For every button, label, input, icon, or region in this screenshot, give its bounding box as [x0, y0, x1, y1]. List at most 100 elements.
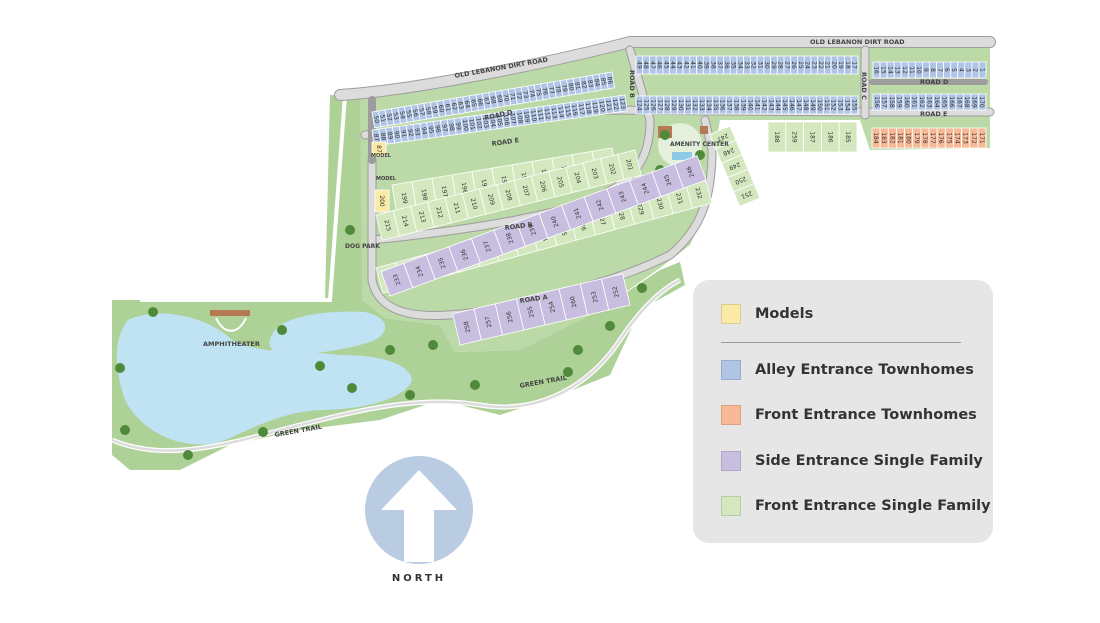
lot-number-166: 166 — [948, 96, 955, 108]
lot-number-205: 205 — [555, 176, 565, 189]
lot-number-182: 182 — [888, 132, 895, 144]
lot-number-187: 187 — [809, 131, 816, 143]
lot-number-89: 89 — [386, 131, 394, 140]
lot-number-214: 214 — [400, 215, 410, 228]
lot-number-153: 153 — [837, 99, 844, 111]
lot-number-18: 18 — [844, 61, 851, 69]
lot-number-249: 249 — [728, 160, 741, 171]
lot-number-197: 197 — [440, 185, 449, 198]
lot-number-92: 92 — [406, 129, 414, 138]
lot-number-65: 65 — [469, 99, 477, 108]
lot-number-126: 126 — [649, 99, 656, 111]
lot-171 — [977, 127, 987, 149]
lot-number-51: 51 — [378, 114, 386, 123]
lot-number-22: 22 — [817, 61, 824, 69]
lot-number-160: 160 — [903, 96, 910, 108]
label-road-e-left: ROAD E — [491, 136, 519, 148]
lot-number-148: 148 — [802, 99, 809, 111]
label-amenity-center: AMENITY CENTER — [670, 141, 729, 148]
tree-icon — [347, 383, 357, 393]
lot-number-61: 61 — [443, 103, 451, 112]
lot-number-247: 247 — [716, 131, 729, 142]
lot-number-155: 155 — [851, 99, 858, 111]
lot-number-250: 250 — [734, 175, 747, 186]
lot-number-21: 21 — [824, 61, 831, 69]
lot-258 — [452, 308, 482, 346]
lot-number-136: 136 — [719, 99, 726, 111]
label-dog-park: DOG PARK — [345, 243, 380, 250]
lot-number-124: 124 — [636, 99, 643, 111]
lot-number-244: 244 — [640, 182, 651, 195]
lot-number-169: 169 — [971, 96, 978, 108]
lot-number-32: 32 — [750, 61, 757, 69]
lot-number-84: 84 — [593, 78, 601, 87]
lot-number-75: 75 — [534, 88, 542, 97]
label-road-d-right: ROAD D — [920, 78, 949, 86]
lot-number-202: 202 — [607, 163, 617, 176]
lot-number-31: 31 — [757, 61, 764, 69]
lot-number-163: 163 — [926, 96, 933, 108]
lot-number-117: 117 — [577, 103, 586, 115]
lot-number-259: 259 — [791, 131, 798, 143]
lot-number-73: 73 — [521, 90, 529, 99]
label-road-e-right: ROAD E — [920, 110, 948, 118]
lot-number-42: 42 — [683, 61, 690, 69]
lot-number-53: 53 — [391, 112, 399, 121]
lot-number-151: 151 — [823, 99, 830, 111]
lot-number-135: 135 — [712, 99, 719, 111]
lot-number-43: 43 — [676, 61, 683, 69]
lot-number-156: 156 — [873, 96, 880, 108]
legend-swatch-front-single-family — [721, 496, 741, 516]
lot-number-140: 140 — [747, 99, 754, 111]
lot-number-248: 248 — [722, 146, 735, 157]
lot-number-144: 144 — [774, 99, 781, 111]
lot-number-131: 131 — [684, 99, 691, 111]
lot-number-142: 142 — [760, 99, 767, 111]
lot-number-254: 254 — [548, 300, 557, 313]
lot-number-98: 98 — [447, 123, 455, 132]
lot-number-105: 105 — [495, 114, 504, 126]
lot-number-138: 138 — [733, 99, 740, 111]
lot-number-20: 20 — [831, 61, 838, 69]
lot-number-200: 200 — [378, 195, 385, 207]
lot-number-86: 86 — [605, 76, 613, 85]
lot-number-106: 106 — [502, 113, 511, 125]
lot-number-252: 252 — [611, 285, 620, 298]
north-compass — [365, 456, 473, 564]
lot-17 — [850, 55, 859, 75]
lot-number-11: 11 — [908, 66, 915, 74]
lot-number-17: 17 — [851, 61, 858, 69]
lot-number-180: 180 — [905, 132, 912, 144]
tree-icon — [637, 283, 647, 293]
lot-number-198: 198 — [420, 189, 429, 202]
lot-number-239: 239 — [527, 223, 538, 236]
lot-number-137: 137 — [726, 99, 733, 111]
tree-icon — [115, 363, 125, 373]
lot-number-94: 94 — [420, 127, 428, 136]
lot-number-185: 185 — [844, 131, 851, 143]
lot-number-257: 257 — [484, 315, 493, 328]
legend-item-front-single-family: Front Entrance Single Family — [721, 496, 991, 516]
tree-icon — [345, 225, 355, 235]
lot-number-16: 16 — [873, 66, 880, 74]
lot-number-83: 83 — [586, 79, 594, 88]
label-road-a: ROAD A — [519, 293, 548, 305]
lot-number-28: 28 — [777, 61, 784, 69]
lot-number-204: 204 — [572, 172, 582, 185]
lot-number-201: 201 — [624, 159, 634, 172]
small-lake — [269, 311, 386, 355]
lot-number-109: 109 — [522, 111, 531, 123]
lot-number-1: 1 — [979, 68, 986, 72]
lot-number-229: 229 — [635, 203, 645, 216]
lot-number-24: 24 — [804, 61, 811, 69]
lot-number-230: 230 — [655, 198, 665, 211]
lot-number-96: 96 — [434, 125, 442, 134]
lot-number-102: 102 — [474, 117, 483, 129]
lot-number-72: 72 — [515, 91, 523, 100]
lot-number-237: 237 — [482, 240, 493, 253]
lot-number-49: 49 — [635, 61, 642, 69]
lot-number-178: 178 — [921, 132, 928, 144]
lot-number-203: 203 — [590, 167, 600, 180]
legend-swatch-side-single-family — [721, 451, 741, 471]
lot-number-13: 13 — [894, 66, 901, 74]
